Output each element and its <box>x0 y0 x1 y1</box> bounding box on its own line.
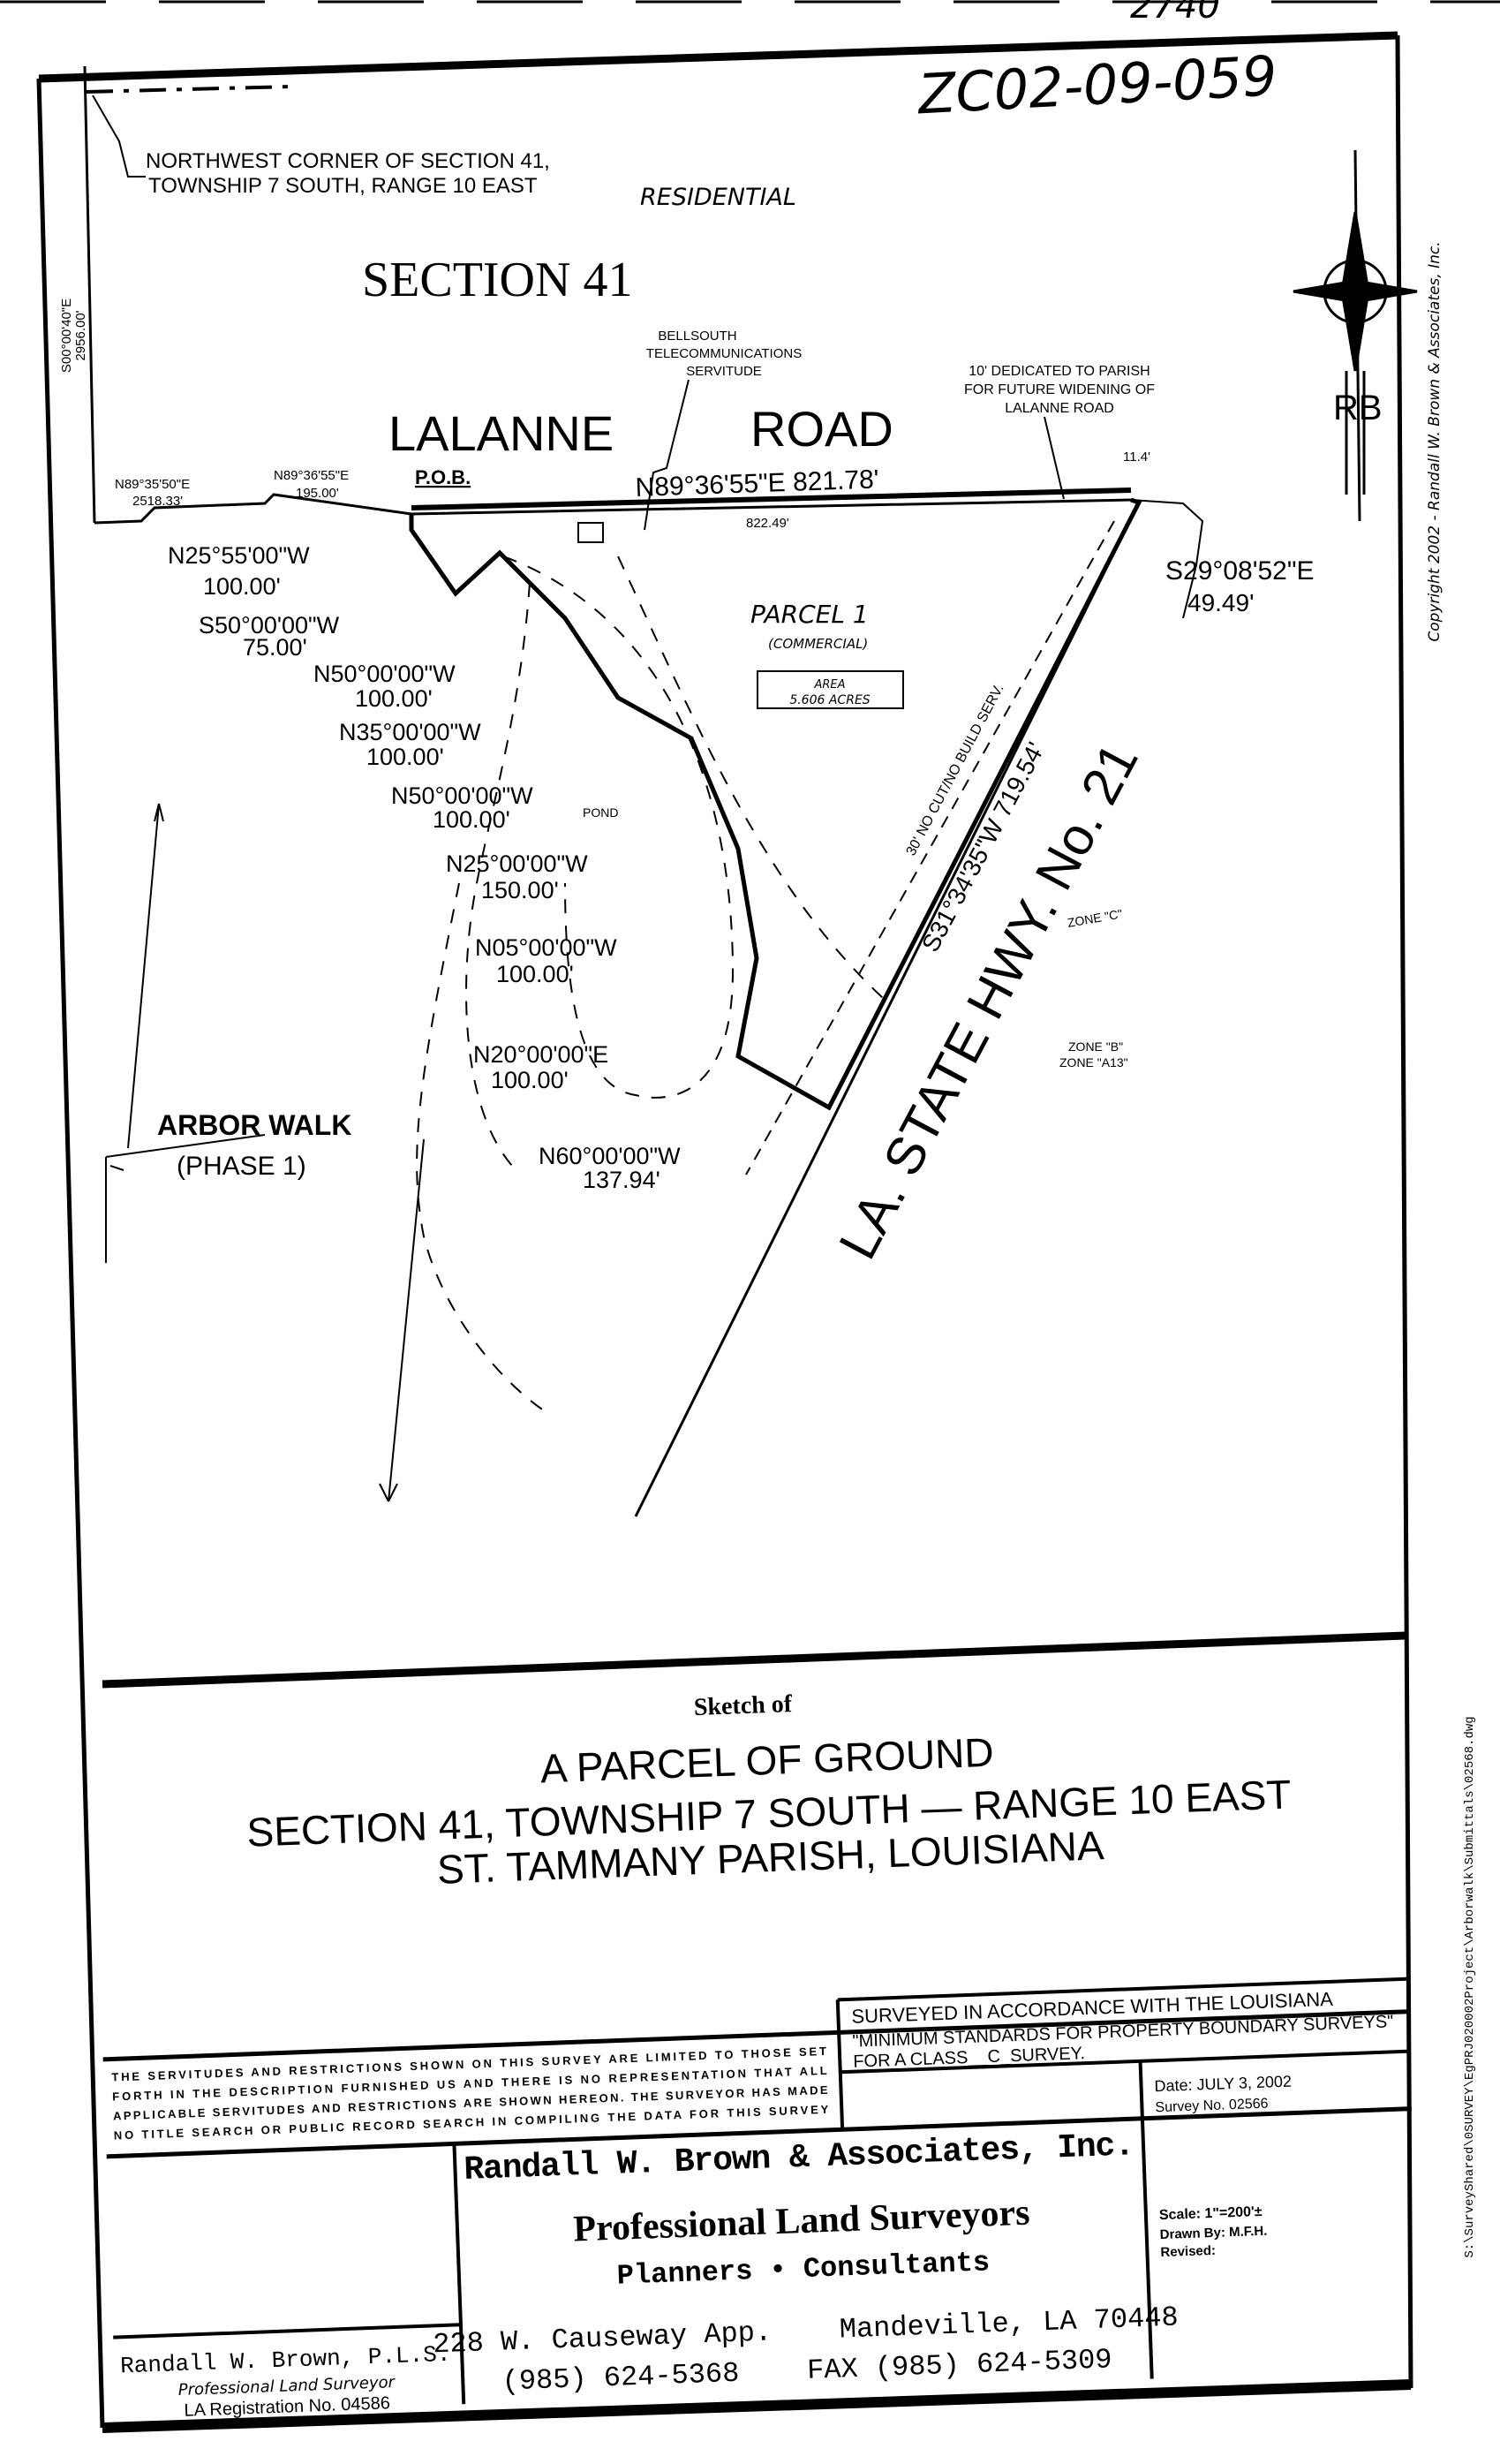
subdivision-phase: (PHASE 1) <box>177 1152 306 1181</box>
handwritten-mark: 2740 <box>1130 0 1220 26</box>
nw-corner-label-1: NORTHWEST CORNER OF SECTION 41, <box>146 149 550 173</box>
parcel-boundary <box>409 497 1142 1111</box>
west-line-bearing: S00°00'40"E <box>59 299 74 373</box>
call-1-distance: 100.00' <box>203 573 281 600</box>
call-8-bearing: N20°00'00"E <box>473 1041 608 1068</box>
call-7-distance: 100.00' <box>496 961 574 987</box>
title-block-grid <box>102 1976 1412 2405</box>
area-value: 5.606 ACRES <box>789 693 870 707</box>
call-9-bearing: N60°00'00"W <box>539 1143 681 1169</box>
dedicated-leader <box>1044 416 1065 500</box>
parcel-use: (COMMERCIAL) <box>768 636 868 652</box>
subdivision-name: ARBOR WALK <box>157 1109 351 1141</box>
call-3-distance: 100.00' <box>355 685 433 712</box>
call-leaders <box>105 803 425 1502</box>
revised: Revised: <box>1160 2243 1216 2260</box>
area-box <box>757 670 904 709</box>
east-line-distance: 49.49' <box>1187 589 1254 616</box>
call-9-distance: 137.94' <box>583 1167 660 1193</box>
section-lines <box>83 65 292 524</box>
north-arrow-initials: RB <box>1333 389 1383 427</box>
tie1-distance: 2518.33' <box>132 494 183 509</box>
firm-tagline: Professional Land Surveyors <box>573 2193 1031 2250</box>
parcel-name: PARCEL 1 <box>750 600 869 629</box>
dedicated-label-2: FOR FUTURE WIDENING OF <box>964 382 1155 397</box>
pob-label: P.O.B. <box>415 466 471 488</box>
call-7-bearing: N05°00'00"W <box>475 934 617 961</box>
surveyor-name: Randall W. Brown, P.L.S. <box>120 2341 451 2380</box>
copyright-text: Copyright 2002 - Randall W. Brown & Asso… <box>1426 241 1443 641</box>
dedicated-label-3: LALANNE ROAD <box>1005 401 1114 416</box>
bellsouth-label-2: TELECOMMUNICATIONS <box>646 346 802 361</box>
bellsouth-label-3: SERVITUDE <box>686 364 762 379</box>
residential-label: RESIDENTIAL <box>640 184 796 211</box>
call-5-bearing: N50°00'00"W <box>391 782 533 809</box>
survey-scale: Scale: 1"=200'± <box>1159 2204 1263 2223</box>
call-1-bearing: N25°55'00"W <box>168 542 310 569</box>
boundary-calls: N25°55'00"W 100.00' S50°00'00"W 75.00' N… <box>168 542 681 1193</box>
call-5-distance: 100.00' <box>433 806 510 833</box>
road-label-road: ROAD <box>750 401 893 457</box>
firm-services: Planners • Consultants <box>616 2246 991 2292</box>
title-line-1: A PARCEL OF GROUND <box>539 1729 994 1792</box>
call-6-bearing: N25°00'00"W <box>446 850 588 877</box>
highway-right-of-way <box>634 502 1141 1517</box>
nw-corner-label-2: TOWNSHIP 7 SOUTH, RANGE 10 EAST <box>148 174 538 198</box>
section-label: SECTION 41 <box>362 253 632 307</box>
contour-lines <box>416 556 884 1414</box>
call-8-distance: 100.00' <box>491 1067 569 1093</box>
east-line-bearing: S29°08'52"E <box>1165 556 1315 586</box>
tie2-bearing: N89°36'55"E <box>274 468 349 483</box>
survey-number: Survey No. 02566 <box>1155 2097 1269 2116</box>
corner-offset: 11.4' <box>1123 450 1150 465</box>
zone-c-label: ZONE "C" <box>1067 906 1124 930</box>
north-arrow-icon <box>1293 149 1418 522</box>
drawn-by: Drawn By: M.F.H. <box>1159 2224 1267 2242</box>
survey-date: Date: JULY 3, 2002 <box>1154 2073 1292 2096</box>
pond-label: POND <box>583 805 618 820</box>
file-path-text: S:\SurveyShared\0SURVEY\EgPRJ020002Proje… <box>1463 1716 1477 2257</box>
call-2-bearing: S50°00'00"W <box>199 612 340 639</box>
drawing-frame <box>36 31 1413 2433</box>
west-line-distance: 2956.00' <box>73 310 88 360</box>
sketch-of-label: Sketch of <box>693 1690 793 1721</box>
call-2-distance: 75.00' <box>243 634 307 661</box>
area-label: AREA <box>813 678 845 692</box>
handwritten-file-number: ZC02-09-059 <box>915 43 1278 126</box>
dedicated-label-1: 10' DEDICATED TO PARISH <box>969 364 1149 379</box>
north-line-total: 822.49' <box>746 516 789 531</box>
firm-name: Randall W. Brown & Associates, Inc. <box>464 2127 1135 2189</box>
bellsouth-label-1: BELLSOUTH <box>658 329 736 344</box>
call-4-distance: 100.00' <box>366 744 444 770</box>
title-block: Sketch of A PARCEL OF GROUND SECTION 41,… <box>102 1690 1412 2421</box>
zone-b-label: ZONE "B" <box>1068 1039 1123 1054</box>
tie2-distance: 195.00' <box>296 486 339 501</box>
servitude-line <box>745 520 1115 1175</box>
zone-a13-label: ZONE "A13" <box>1059 1055 1128 1069</box>
call-4-bearing: N35°00'00"W <box>339 719 481 745</box>
call-3-bearing: N50°00'00"W <box>313 661 456 687</box>
road-label-lalanne: LALANNE <box>388 405 614 461</box>
call-6-distance: 150.00' <box>481 877 559 903</box>
tie1-bearing: N89°35'50"E <box>115 477 190 492</box>
